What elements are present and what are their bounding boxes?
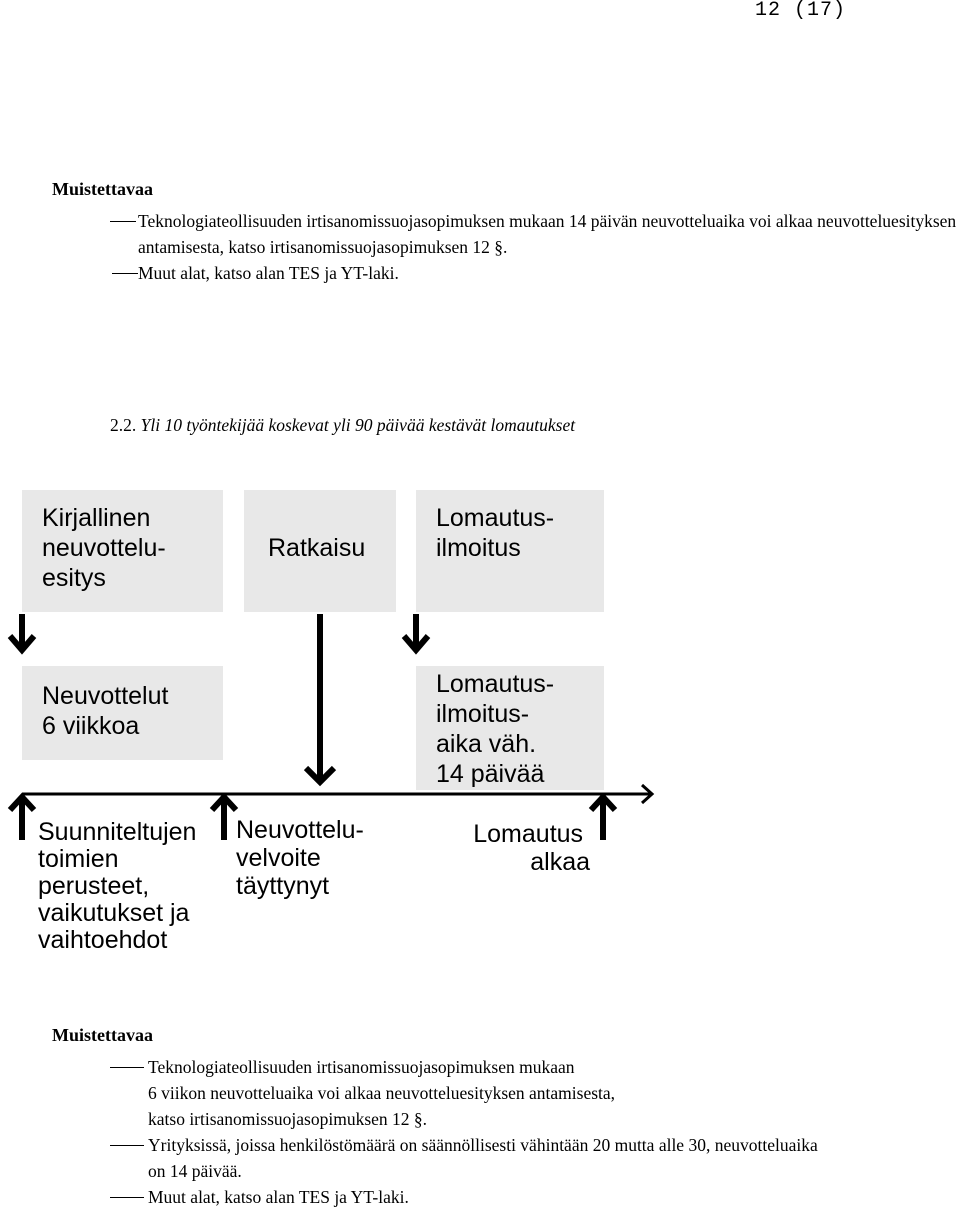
reminder-list: Teknologiateollisuuden irtisanomissuojas… <box>110 208 960 286</box>
box-notice-text: Lomautus- ilmoitus <box>436 504 561 562</box>
section-title-text: Yli 10 työntekijää koskevat yli 90 päivä… <box>140 415 576 435</box>
timeline-arrow <box>22 783 655 805</box>
box-decision-text: Ratkaisu <box>268 534 365 562</box>
list-item-text: Muut alat, katso alan TES ja YT-laki. <box>138 263 399 283</box>
reminder-heading: Muistettavaa <box>52 179 153 199</box>
down-arrow-icon <box>303 614 337 787</box>
box-notice-period-text: Lomautus- ilmoitus- aika väh. 14 päivää <box>436 670 561 788</box>
section-title: 2.2. Yli 10 työntekijää koskevat yli 90 … <box>110 412 575 438</box>
box-layoff-notice <box>416 490 604 612</box>
page-number: 12 (17) <box>755 0 847 22</box>
reminder-heading: Muistettavaa <box>52 1025 153 1045</box>
down-arrow-icon <box>401 614 431 655</box>
box-negotiations-text: Neuvottelut 6 viikkoa <box>42 682 175 740</box>
list-item-line: Teknologiateollisuuden irtisanomissuojas… <box>148 1057 575 1077</box>
list-item-line: on 14 päivää. <box>148 1161 242 1181</box>
up-arrow-icon <box>7 792 37 840</box>
list-item-line: katso irtisanomissuojasopimuksen 12 §. <box>148 1109 428 1129</box>
up-arrow-icon <box>588 792 618 840</box>
dash-bullet <box>110 1145 144 1146</box>
box-decision <box>244 490 396 612</box>
list-item-line: 6 viikon neuvotteluaika voi alkaa neuvot… <box>148 1083 616 1103</box>
dash-bullet <box>110 1067 144 1068</box>
dash-bullet <box>112 273 138 274</box>
label-planned-measures: Suunniteltujen toimien perusteet, vaikut… <box>38 818 203 954</box>
up-arrow-icon <box>209 792 239 840</box>
reminder-list: Teknologiateollisuuden irtisanomissuojas… <box>110 1054 960 1210</box>
list-item-line: Muut alat, katso alan TES ja YT-laki. <box>148 1187 409 1207</box>
list-item: Muut alat, katso alan TES ja YT-laki. <box>110 1184 960 1210</box>
label-layoff-starts: Lomautus alkaa <box>473 820 590 876</box>
box-proposal-text: Kirjallinen neuvottelu- esitys <box>42 504 173 592</box>
list-item-text: Teknologiateollisuuden irtisanomissuojas… <box>138 211 957 257</box>
dash-bullet <box>110 221 136 222</box>
dash-bullet <box>110 1197 144 1198</box>
box-notice-period <box>416 666 604 790</box>
list-item: Muut alat, katso alan TES ja YT-laki. <box>110 260 960 286</box>
label-obligation-fulfilled: Neuvottelu- velvoite täyttynyt <box>236 816 371 900</box>
list-item: Yrityksissä, joissa henkilöstömäärä on s… <box>110 1132 960 1184</box>
down-arrow-icon <box>7 614 37 655</box>
layoff-process-diagram: Kirjallinen neuvottelu- esitys Ratkaisu … <box>7 490 655 954</box>
box-written-proposal <box>22 490 223 612</box>
list-item: Teknologiateollisuuden irtisanomissuojas… <box>110 1054 960 1132</box>
section-number: 2.2. <box>110 415 137 435</box>
list-item: Teknologiateollisuuden irtisanomissuojas… <box>110 208 960 260</box>
box-negotiations <box>22 666 223 760</box>
list-item-line: Yrityksissä, joissa henkilöstömäärä on s… <box>148 1135 818 1155</box>
